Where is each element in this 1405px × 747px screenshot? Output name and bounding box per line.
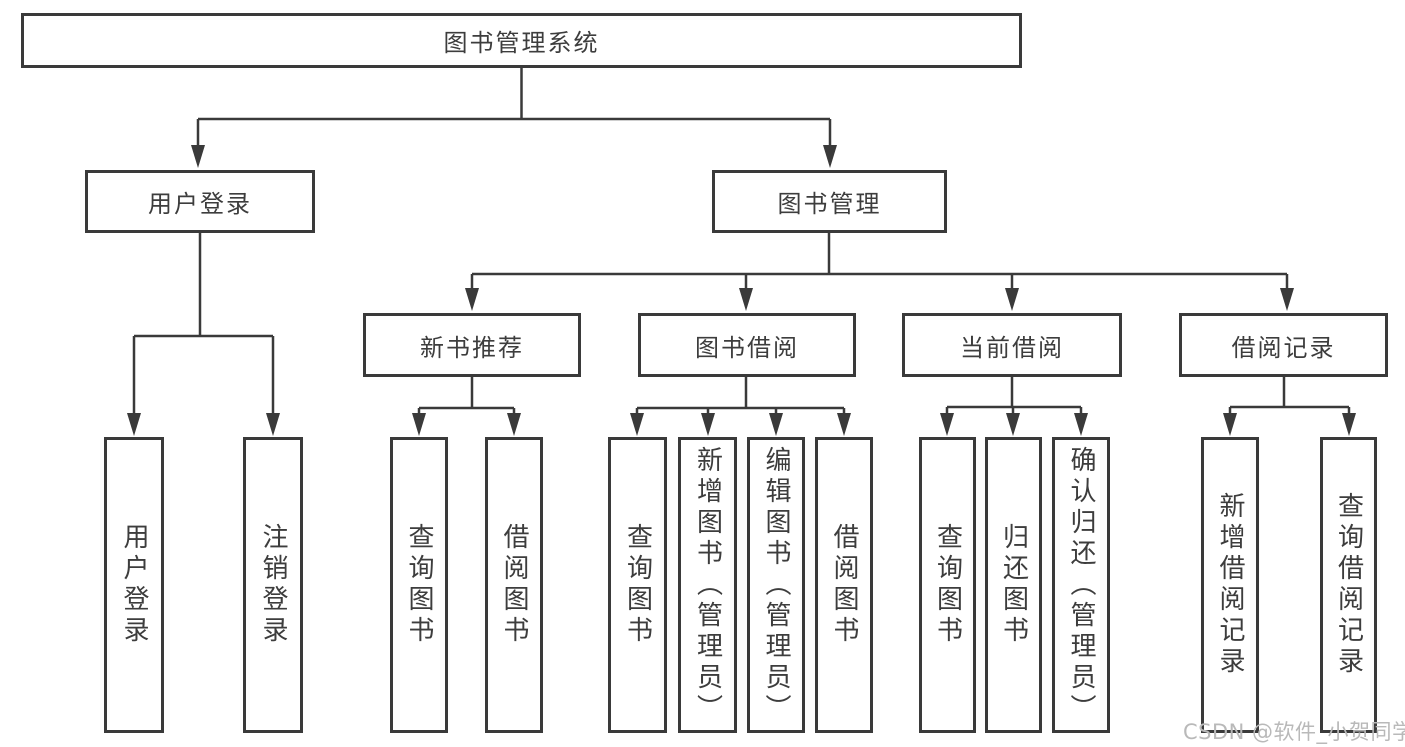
node-current-borrowing: 当前借阅 bbox=[902, 313, 1122, 377]
leaf-borrow-books: 借阅图书 bbox=[815, 437, 873, 733]
connector-book-management-children bbox=[470, 233, 1289, 295]
leaf-edit-books-admin: 编辑图书（管理员） bbox=[747, 437, 805, 733]
leaf-search-books: 查询图书 bbox=[608, 437, 667, 733]
node-user-login: 用户登录 bbox=[85, 170, 315, 233]
connector-new-book-children bbox=[417, 377, 516, 420]
node-label: 图书借阅 bbox=[695, 333, 799, 362]
csdn-watermark: CSDN @软件_小贺同学 bbox=[1183, 720, 1405, 744]
leaf-label: 新增借阅记录 bbox=[1215, 492, 1245, 678]
node-label: 当前借阅 bbox=[960, 333, 1064, 362]
leaf-search-borrow-record: 查询借阅记录 bbox=[1320, 437, 1377, 733]
leaf-label: 用户登录 bbox=[119, 523, 149, 647]
leaf-logout: 注销登录 bbox=[243, 437, 303, 733]
connector-root-to-level2 bbox=[196, 68, 832, 150]
leaf-label: 借阅图书 bbox=[499, 523, 529, 647]
leaf-label: 注销登录 bbox=[258, 523, 288, 647]
node-new-book-recommendation: 新书推荐 bbox=[363, 313, 581, 377]
node-borrowing-records: 借阅记录 bbox=[1179, 313, 1388, 377]
leaf-user-login: 用户登录 bbox=[104, 437, 164, 733]
leaf-search-books: 查询图书 bbox=[390, 437, 448, 733]
node-book-borrowing: 图书借阅 bbox=[638, 313, 856, 377]
node-label: 新书推荐 bbox=[420, 333, 524, 362]
node-label: 用户登录 bbox=[148, 190, 252, 218]
node-label: 借阅记录 bbox=[1231, 333, 1336, 362]
leaf-return-books: 归还图书 bbox=[985, 437, 1042, 733]
leaf-label: 新增图书（管理员） bbox=[692, 445, 723, 725]
leaf-label: 查询图书 bbox=[932, 523, 963, 647]
leaf-label: 确认归还（管理员） bbox=[1066, 445, 1096, 725]
leaf-label: 归还图书 bbox=[998, 523, 1029, 647]
connector-borrow-records-children bbox=[1228, 377, 1351, 420]
node-label: 图书管理 bbox=[777, 190, 882, 218]
node-library-management-system: 图书管理系统 bbox=[21, 13, 1022, 68]
leaf-label: 查询借阅记录 bbox=[1333, 492, 1364, 678]
leaf-add-books-admin: 新增图书（管理员） bbox=[678, 437, 737, 733]
leaf-label: 编辑图书（管理员） bbox=[761, 445, 791, 725]
leaf-borrow-books: 借阅图书 bbox=[485, 437, 543, 733]
connector-user-login-children bbox=[132, 233, 275, 420]
leaf-label: 查询图书 bbox=[622, 523, 653, 647]
leaf-label: 查询图书 bbox=[404, 523, 434, 647]
node-book-management: 图书管理 bbox=[712, 170, 947, 233]
node-label: 图书管理系统 bbox=[443, 29, 600, 57]
leaf-confirm-return-admin: 确认归还（管理员） bbox=[1052, 437, 1110, 733]
arrowheads bbox=[127, 145, 1356, 436]
leaf-search-books: 查询图书 bbox=[919, 437, 976, 733]
leaf-label: 借阅图书 bbox=[829, 523, 859, 647]
connector-book-borrow-children bbox=[635, 377, 846, 420]
leaf-add-borrow-record: 新增借阅记录 bbox=[1201, 437, 1259, 733]
